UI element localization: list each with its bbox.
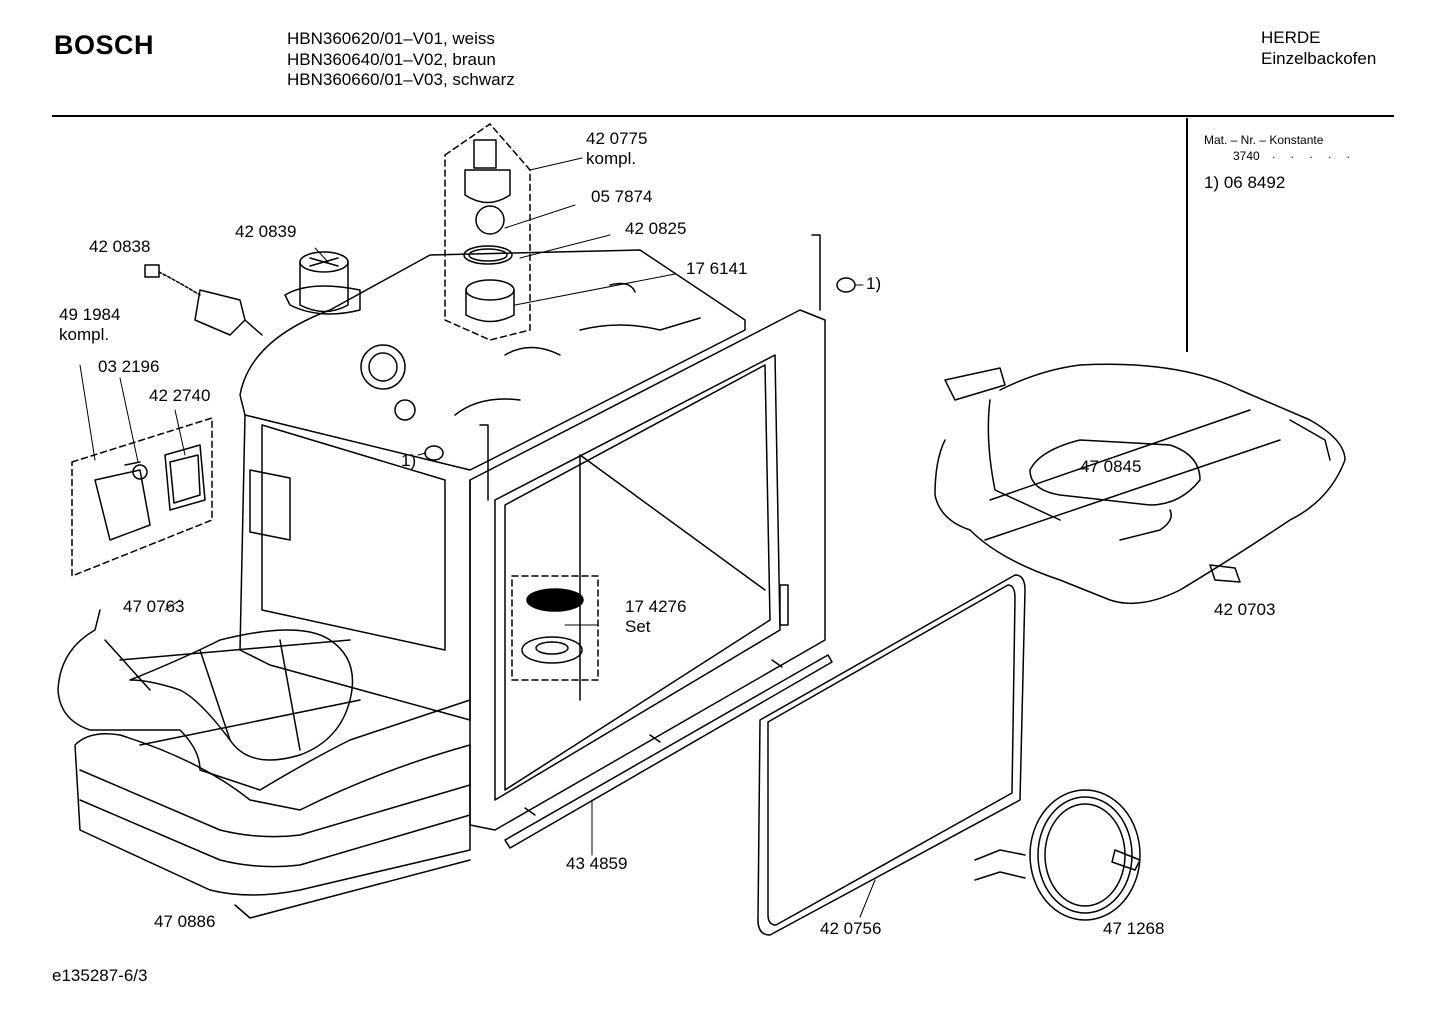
insulation-mat (75, 734, 470, 918)
bottom-heating-element (58, 610, 470, 790)
header-divider (52, 115, 1394, 117)
part-label-471268: 47 1268 (1103, 919, 1165, 938)
drawing-reference: e135287-6/3 (52, 966, 148, 985)
lamp-cover-set (512, 576, 598, 680)
brand-logo: BOSCH (54, 30, 155, 60)
part-label-420775: 42 0775 kompl. (586, 129, 647, 169)
seal-strip (505, 655, 832, 848)
part-label-420839: 42 0839 (235, 222, 297, 241)
top-heating-element (935, 364, 1345, 603)
control-switch-module (72, 418, 212, 576)
part-number: 49 1984 (59, 305, 121, 324)
part-label-420825: 42 0825 (625, 219, 687, 238)
footnote-marker: 1) (866, 274, 882, 293)
model-line: HBN360620/01–V01, weiss (287, 29, 495, 48)
door-frame (470, 235, 825, 830)
door-seal-gasket (758, 575, 1025, 935)
material-number-title: Mat. – Nr. – Konstante (1204, 133, 1324, 147)
part-label-420756: 42 0756 (820, 919, 882, 938)
part-label-470763: 47 0763 (123, 597, 185, 616)
part-note: Set (625, 617, 651, 636)
part-label-032196: 03 2196 (98, 357, 160, 376)
part-number: 42 0775 (586, 129, 648, 148)
part-label-422740: 42 2740 (149, 386, 211, 405)
material-number-value: 3740 (1233, 149, 1260, 163)
door-switch (145, 265, 262, 335)
material-box-divider (1186, 118, 1188, 352)
circular-heating-element (975, 790, 1140, 920)
part-label-434859: 43 4859 (566, 854, 628, 873)
material-number-dots: . . . . . (1272, 147, 1357, 161)
category-line: Einzelbackofen (1261, 49, 1377, 68)
part-label-174276: 17 4276 Set (625, 597, 686, 637)
part-label-420838: 42 0838 (89, 237, 151, 256)
lamp-assembly (445, 124, 530, 340)
oven-cavity (240, 250, 745, 720)
part-label-057874: 05 7874 (591, 187, 653, 206)
model-line: HBN360660/01–V03, schwarz (287, 70, 515, 89)
model-list: HBN360620/01–V01, weiss HBN360640/01–V02… (287, 29, 515, 91)
part-label-420703: 42 0703 (1214, 600, 1276, 619)
mounting-bracket (1210, 565, 1240, 582)
model-line: HBN360640/01–V02, braun (287, 49, 496, 69)
part-note: kompl. (59, 325, 110, 344)
vent-cap (285, 252, 360, 314)
part-label-470845: 47 0845 (1080, 457, 1142, 476)
product-category: HERDE Einzelbackofen (1261, 27, 1376, 69)
leader-lines (80, 158, 875, 917)
part-label-176141: 17 6141 (686, 259, 748, 278)
footnote-marker: 1) (401, 451, 417, 470)
part-note: kompl. (586, 149, 637, 168)
category-line: HERDE (1261, 28, 1321, 47)
material-number-note: 1) 06 8492 (1204, 173, 1286, 192)
part-number: 17 4276 (625, 597, 687, 616)
part-label-491984: 49 1984 kompl. (59, 305, 120, 345)
part-label-470886: 47 0886 (154, 912, 216, 931)
